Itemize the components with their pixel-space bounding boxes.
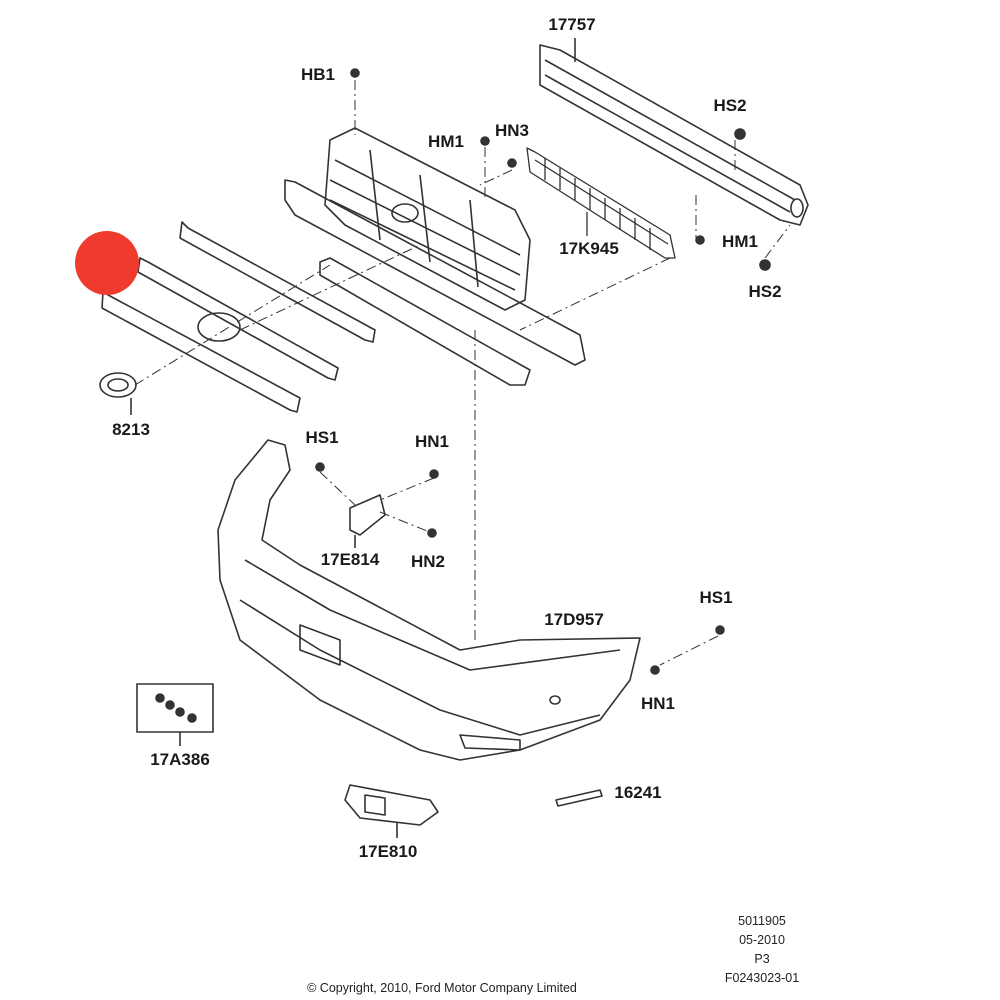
leader-lines bbox=[134, 80, 791, 666]
figure-id: F0243023-01 bbox=[724, 971, 800, 985]
molding bbox=[555, 789, 603, 807]
doc-date: 05-2010 bbox=[739, 933, 785, 947]
label-hn2: HN2 bbox=[410, 552, 446, 571]
fog-lamp-bezel bbox=[344, 784, 439, 838]
label-hs1-right: HS1 bbox=[699, 588, 733, 607]
label-hb1: HB1 bbox=[300, 65, 336, 84]
bumper-cover bbox=[217, 439, 641, 761]
reinforcement-beam bbox=[539, 38, 809, 226]
emblem bbox=[99, 372, 137, 415]
label-hm1-left: HM1 bbox=[428, 132, 464, 151]
fastener-kit bbox=[136, 683, 214, 746]
label-hn3: HN3 bbox=[494, 121, 530, 140]
copyright: © Copyright, 2010, Ford Motor Company Li… bbox=[307, 981, 577, 995]
label-hn1-left: HN1 bbox=[414, 432, 450, 451]
label-17k945: 17K945 bbox=[559, 239, 619, 258]
label-hn1-right: HN1 bbox=[640, 694, 676, 713]
label-17d957: 17D957 bbox=[544, 610, 604, 629]
label-16241: 16241 bbox=[614, 783, 662, 802]
grille-panel bbox=[284, 127, 586, 386]
highlight-marker bbox=[75, 231, 139, 295]
label-17757: 17757 bbox=[548, 15, 596, 34]
bracket bbox=[349, 494, 386, 548]
label-hs2-bottom: HS2 bbox=[748, 282, 782, 301]
label-hs1-left: HS1 bbox=[305, 428, 339, 447]
label-17e814: 17E814 bbox=[320, 550, 380, 569]
fasteners bbox=[315, 68, 771, 675]
doc-page: P3 bbox=[754, 952, 770, 966]
grille-bars bbox=[101, 221, 376, 413]
absorber bbox=[526, 147, 676, 259]
label-17e810: 17E810 bbox=[358, 842, 418, 861]
label-17a386: 17A386 bbox=[150, 750, 210, 769]
label-8213: 8213 bbox=[112, 420, 150, 439]
doc-number: 5011905 bbox=[738, 914, 786, 928]
label-hs2-top: HS2 bbox=[713, 96, 747, 115]
label-hm1-right: HM1 bbox=[722, 232, 758, 251]
